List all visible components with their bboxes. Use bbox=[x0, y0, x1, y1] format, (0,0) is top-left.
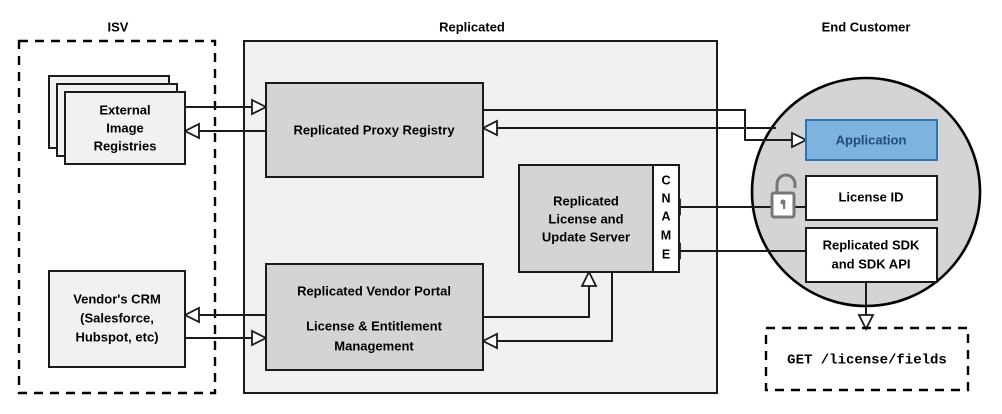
license-server-line-1: Replicated bbox=[553, 193, 619, 208]
proxy-registry-box bbox=[265, 82, 484, 178]
cname-strip-box bbox=[652, 164, 680, 273]
application-node[interactable]: Application bbox=[805, 119, 938, 161]
replicated-proxy-registry-node[interactable]: Replicated Proxy Registry bbox=[265, 82, 484, 178]
zone-label-isv: ISV bbox=[108, 19, 129, 34]
cname-letter-a: A bbox=[661, 209, 670, 223]
vendors-crm-node[interactable]: Vendor's CRM (Salesforce, Hubspot, etc) bbox=[48, 270, 186, 368]
vendor-portal-box bbox=[265, 263, 484, 371]
proxy-registry-label: Replicated Proxy Registry bbox=[293, 122, 455, 137]
cname-letter-n: N bbox=[661, 191, 670, 205]
application-box bbox=[805, 119, 938, 161]
connector-proxy-to-registries bbox=[182, 122, 266, 140]
connector-proxy-to-application bbox=[483, 109, 809, 149]
vendor-portal-title: Replicated Vendor Portal bbox=[297, 283, 451, 298]
cname-letter-e: E bbox=[662, 247, 670, 261]
cname-strip[interactable]: C N A M E bbox=[652, 164, 680, 273]
isv-zone-boundary bbox=[17, 39, 217, 395]
license-server-line-3: Update Server bbox=[542, 229, 630, 244]
connector-portal-to-license-server bbox=[483, 269, 598, 318]
unlocked-padlock-icon bbox=[770, 173, 797, 219]
replicated-sdk-node[interactable]: Replicated SDK and SDK API bbox=[805, 227, 938, 283]
crm-line-1: Vendor's CRM bbox=[73, 291, 161, 306]
registries-line-2: Image bbox=[106, 120, 144, 135]
zone-label-replicated: Replicated bbox=[439, 19, 505, 34]
cname-letter-m: M bbox=[661, 228, 671, 242]
padlock-keyhole-stem bbox=[783, 203, 786, 209]
api-request-label: GET /license/fields bbox=[787, 353, 947, 369]
cname-letter-c: C bbox=[661, 173, 670, 187]
api-request-node[interactable]: GET /license/fields bbox=[764, 326, 970, 392]
connector-crm-to-portal bbox=[185, 329, 269, 347]
vendors-crm-box bbox=[48, 270, 186, 368]
crm-line-2: (Salesforce, bbox=[80, 310, 154, 325]
zone-label-end-customer: End Customer bbox=[822, 19, 911, 34]
vendor-portal-sub-1: License & Entitlement bbox=[306, 318, 442, 333]
license-update-server-box bbox=[518, 164, 654, 273]
license-server-line-2: License and bbox=[548, 211, 623, 226]
license-id-node[interactable]: License ID bbox=[805, 175, 938, 221]
replicated-license-update-server-node[interactable]: Replicated License and Update Server bbox=[518, 164, 654, 273]
sdk-line-1: Replicated SDK bbox=[823, 237, 920, 252]
connector-customer-to-api-request bbox=[857, 282, 875, 332]
api-request-box bbox=[764, 326, 970, 392]
license-id-box bbox=[805, 175, 938, 221]
replicated-sdk-box bbox=[805, 227, 938, 283]
vendor-portal-sub-2: Management bbox=[334, 338, 414, 353]
external-image-registries[interactable]: External Image Registries bbox=[48, 75, 186, 165]
registry-stack-front bbox=[64, 91, 186, 165]
replicated-vendor-portal-node[interactable]: Replicated Vendor Portal License & Entit… bbox=[265, 263, 484, 371]
registries-line-3: Registries bbox=[94, 138, 157, 153]
license-id-label: License ID bbox=[838, 189, 903, 204]
connector-license-server-to-portal bbox=[480, 272, 613, 350]
sdk-line-2: and SDK API bbox=[832, 256, 911, 271]
crm-line-3: Hubspot, etc) bbox=[75, 329, 158, 344]
registries-line-1: External bbox=[99, 102, 150, 117]
connector-portal-to-crm bbox=[182, 306, 266, 324]
application-label: Application bbox=[836, 132, 907, 147]
connector-registries-to-proxy bbox=[185, 98, 269, 116]
